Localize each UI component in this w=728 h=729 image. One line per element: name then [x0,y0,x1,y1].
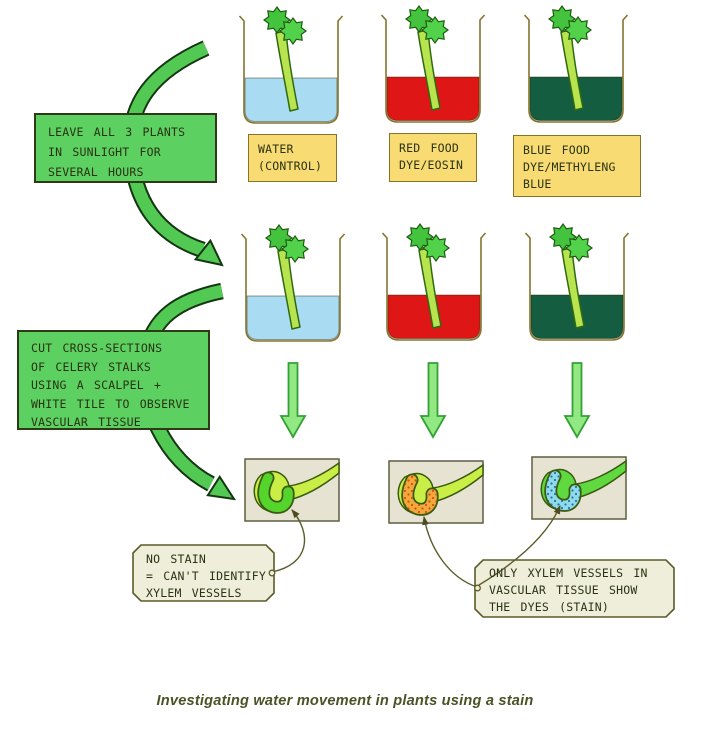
beaker-label-blue-dye: BLUE FOOD DYE/METHYLENG BLUE [513,135,641,197]
down-arrow-icon [419,362,447,439]
step1-instruction-box: LEAVE ALL 3 PLANTS IN SUNLIGHT FOR SEVER… [34,113,217,183]
beaker-blue-dye-after [524,223,630,341]
diagram-caption: Investigating water movement in plants u… [156,693,534,709]
beaker-water-after [240,224,346,342]
connector-line [422,515,478,588]
xylem-unstained [259,473,293,513]
cross-section-blue-stain [531,456,627,520]
cross-section-red-stain [388,460,484,524]
step2-instruction-box: CUT CROSS-SECTIONS OF CELERY STALKS USIN… [17,330,210,430]
down-arrow-icon [563,362,591,439]
no-stain-result-tag: NO STAIN = CAN'T IDENTIFY XYLEM VESSELS [146,552,266,600]
beaker-water-before [238,6,344,124]
tag-eyelet-icon [268,569,276,577]
down-arrow-icon [279,362,307,439]
connector-line [478,504,561,586]
beaker-label-water: WATER (CONTROL) [248,134,337,182]
connector-line [271,509,306,573]
beaker-label-red-dye: RED FOOD DYE/EOSIN [389,133,477,182]
beaker-red-dye-before [380,5,486,123]
stain-result-tag: ONLY XYLEM VESSELS IN VASCULAR TISSUE SH… [489,566,648,614]
cross-section-control [244,458,340,522]
beaker-blue-dye-before [523,5,629,123]
beaker-red-dye-after [381,223,487,341]
tag-eyelet-icon [474,584,481,592]
no-stain-tag-shape [132,544,275,602]
stain-tag-shape [474,559,675,618]
